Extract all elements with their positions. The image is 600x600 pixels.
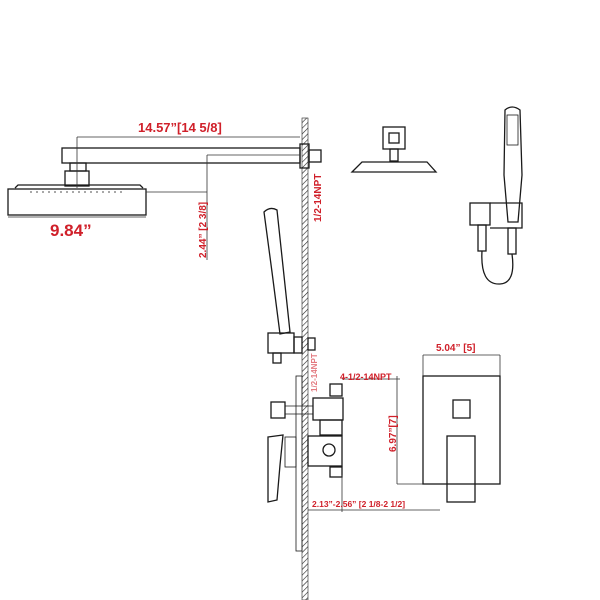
rain-shower-head-side-view: [7, 143, 322, 216]
arm-length-label: 14.57”[14 5/8]: [138, 120, 222, 135]
arm-thread-label: 1/2-14NPT: [313, 174, 324, 222]
outlet-thread-label: 1/2-14NPT: [310, 353, 319, 392]
hand-shower-side-view: 1/2-14NPT: [263, 207, 319, 392]
wall-depth-label: 2.13”-2.56” [2 1/8-2 1/2]: [312, 499, 405, 509]
valve-thread-label: 4-1/2-14NPT: [340, 372, 392, 382]
trim-width-label: 5.04” [5]: [436, 343, 475, 354]
arm-drop-label: 2.44” [2 3/8]: [198, 202, 209, 258]
hand-shower-with-holder: [469, 106, 523, 285]
wall-section: [301, 117, 309, 600]
mixing-valve-side-view: [267, 375, 344, 552]
rain-shower-head-front-view: [350, 126, 438, 173]
head-width-label: 9.84”: [50, 221, 92, 240]
trim-height-label: 6.97”[7]: [388, 415, 399, 452]
valve-trim-front-view: [396, 375, 501, 503]
